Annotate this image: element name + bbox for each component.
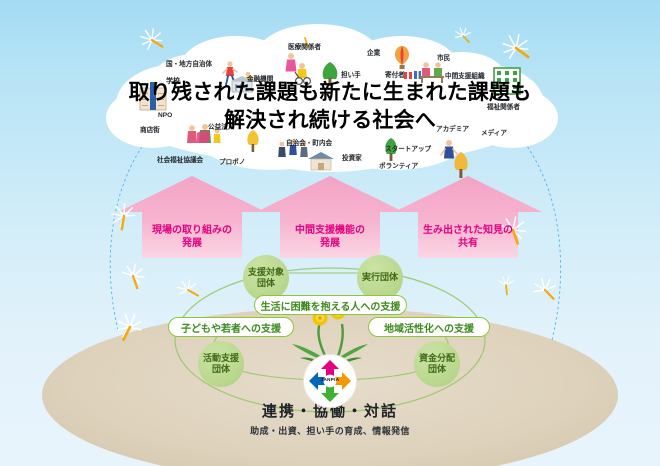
actor-label-public-corp: 公益法人 xyxy=(208,124,235,131)
actor-label-academia: アカデミア xyxy=(436,126,469,133)
node-1-line-1: 実行団体 xyxy=(361,272,398,283)
node-3-text: 資金分配 団体 xyxy=(419,353,455,376)
arrow-box-field-initiatives: 現場の取り組みの 発展 xyxy=(130,196,254,258)
actor-icons xyxy=(139,46,521,178)
pill-2-text: 地域活性化への支援 xyxy=(384,323,474,335)
actor-label-npo: NPO xyxy=(158,112,173,119)
node-2-text: 活動支援 団体 xyxy=(203,353,239,376)
arrow-2-line-1: 中間支援機能の xyxy=(295,225,365,237)
logo-wordmark: JANPIA xyxy=(320,377,340,382)
bank-icon xyxy=(231,76,253,93)
arrow-1-line-2: 発展 xyxy=(182,238,202,250)
logo-mark xyxy=(309,360,351,402)
medical-staff-icon xyxy=(285,53,312,86)
arrow-box-intermediary-function: 中間支援機能の 発展 xyxy=(268,196,392,258)
arrow-1-line-1: 現場の取り組みの xyxy=(152,225,232,237)
actor-label-medical: 医療関係者 xyxy=(288,44,321,51)
actor-label-citizen: 市民 xyxy=(437,55,451,62)
actor-label-bank: 金融機関 xyxy=(247,76,274,83)
public-corp-icon xyxy=(278,139,308,157)
node-3-line-1: 資金分配 xyxy=(418,352,455,363)
pill-regional-revitalization: 地域活性化への支援 xyxy=(368,317,490,337)
arrow-text-2: 中間支援機能の 発展 xyxy=(268,225,392,258)
flow-arc-right xyxy=(499,116,561,341)
bottom-headline: 連携・協働・対話 xyxy=(261,403,398,420)
welfare-building-icon xyxy=(498,64,520,86)
actor-label-neighborhood: 自治会・町内会 xyxy=(286,140,333,147)
arrow-text-3: 生み出された知見の 共有 xyxy=(406,225,530,258)
actor-label-government: 国・地方自治体 xyxy=(166,61,213,68)
actor-label-startup: スタートアップ xyxy=(385,146,432,153)
actor-label-welfare: 福祉関係者 xyxy=(487,104,520,111)
dandelion-seeds xyxy=(111,27,557,341)
collaboration-ring xyxy=(174,267,486,413)
actor-label-investor: 投資家 xyxy=(342,155,362,162)
pill-0-text: 生活に困難を抱える人への支援 xyxy=(260,301,401,313)
node-3-line-2: 団体 xyxy=(427,364,446,374)
citizens-icon xyxy=(420,62,444,83)
probono-tree-icon xyxy=(247,130,259,152)
pill-support-children-youth: 子どもや若者への支援 xyxy=(168,317,294,337)
node-executing-org: 実行団体 xyxy=(357,255,403,301)
actor-label-probono: プロボノ xyxy=(219,159,246,166)
pill-support-people-in-hardship: 生活に困難を抱える人への支援 xyxy=(254,295,407,315)
node-support-target-org: 支援対象 団体 xyxy=(243,255,289,301)
actor-label-bearer: 担い手 xyxy=(341,72,361,79)
bottom-subline: 助成・出資、担い手の育成、情報発信 xyxy=(250,426,410,436)
node-2-line-1: 活動支援 xyxy=(202,352,239,363)
actor-label-intermediary: 中間支援組織 xyxy=(445,73,485,80)
node-0-text: 支援対象 団体 xyxy=(248,267,284,290)
bottom-caption: 連携・協働・対話 助成・出資、担い手の育成、情報発信 xyxy=(0,400,660,437)
node-2-line-2: 団体 xyxy=(211,364,230,374)
support-org-icon xyxy=(493,67,521,95)
actor-label-donor: 寄付者 xyxy=(385,72,405,79)
node-activity-support-org: 活動支援 団体 xyxy=(198,341,244,387)
donor-icon xyxy=(404,69,421,79)
startup-tree-icon xyxy=(385,138,397,161)
actor-label-welfare-council: 社会福祉協議会 xyxy=(157,157,204,164)
volunteer-icon xyxy=(440,140,458,159)
pink-arrow-shapes xyxy=(118,176,542,258)
node-0-line-2: 団体 xyxy=(256,278,275,288)
school-building-icon xyxy=(139,82,167,111)
shopping-street-icon xyxy=(187,124,221,143)
janpia-logo: JANPIA xyxy=(304,355,356,407)
node-1-text: 実行団体 xyxy=(362,272,398,283)
company-icon xyxy=(395,46,409,69)
cloud-shape xyxy=(106,24,558,172)
actor-label-company: 企業 xyxy=(367,50,381,57)
actor-label-media: メディア xyxy=(481,130,507,137)
actor-label-shopping: 商店街 xyxy=(140,127,160,134)
actor-label-school: 学校 xyxy=(166,78,180,85)
arrow-3-line-1: 生み出された知見の xyxy=(423,225,513,237)
node-0-line-1: 支援対象 xyxy=(247,266,284,277)
academia-tree-icon xyxy=(454,152,468,178)
government-icon xyxy=(222,61,238,86)
tree-icon xyxy=(322,62,338,86)
arrow-2-line-2: 発展 xyxy=(320,238,340,250)
neighborhood-house-icon xyxy=(308,152,334,171)
arrow-box-knowledge-sharing: 生み出された知見の 共有 xyxy=(406,196,530,258)
node-fund-distribution-org: 資金分配 団体 xyxy=(414,341,460,387)
pill-1-text: 子どもや若者への支援 xyxy=(181,323,281,335)
arrow-text-1: 現場の取り組みの 発展 xyxy=(130,225,254,258)
actor-label-volunteer: ボランティア xyxy=(379,163,419,170)
arrow-3-line-2: 共有 xyxy=(458,238,478,250)
